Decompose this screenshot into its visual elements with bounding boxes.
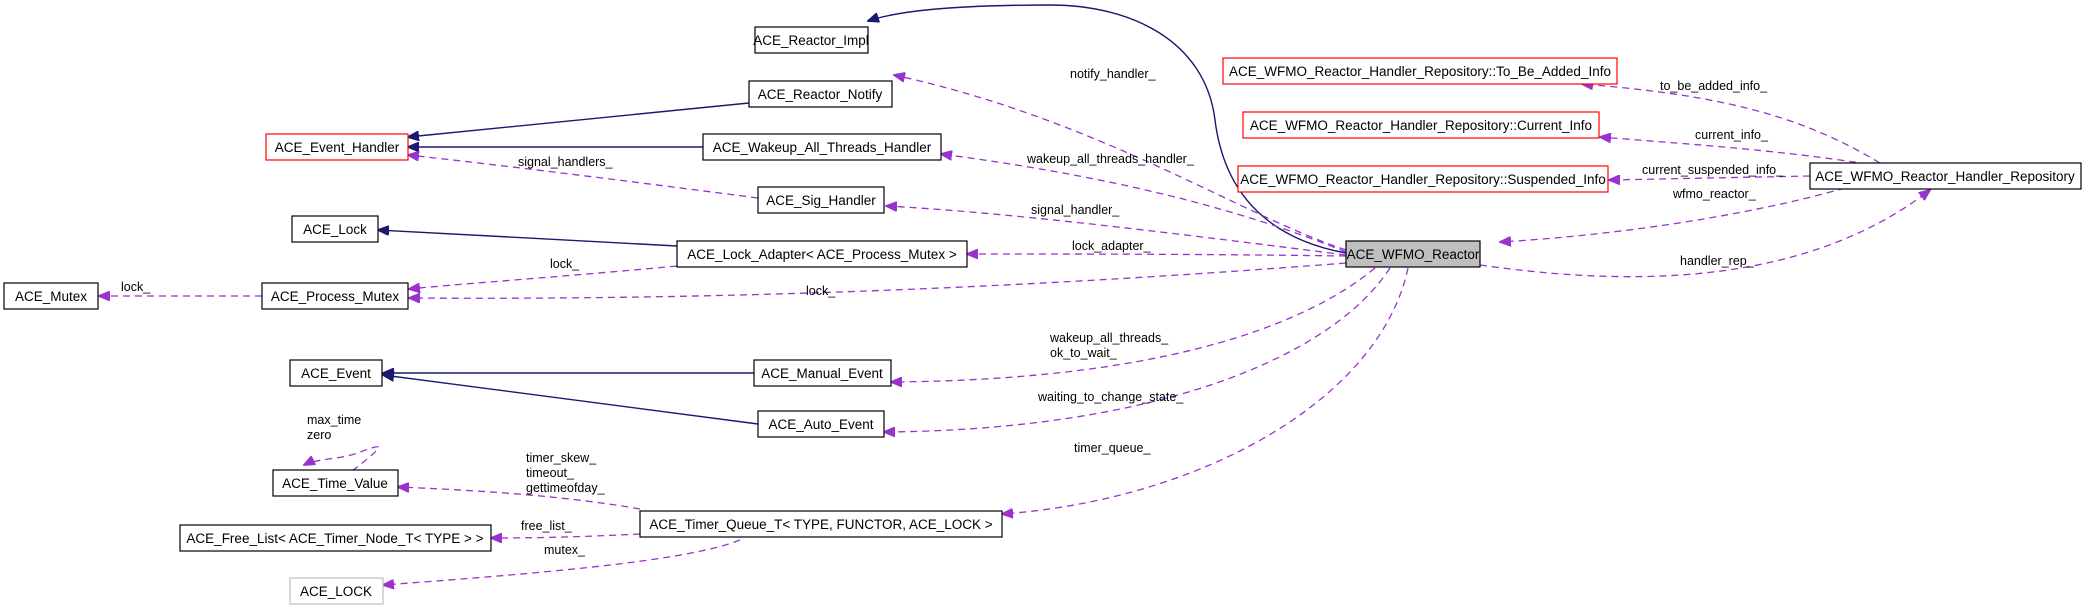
node-ace-lock-param[interactable]: ACE_LOCK bbox=[289, 577, 384, 605]
label-current-info: current_info_ bbox=[1695, 128, 1769, 142]
edge-inherit-reactor-notify bbox=[408, 102, 750, 137]
node-label: ACE_Wakeup_All_Threads_Handler bbox=[713, 140, 932, 155]
label-to-be-added-info: to_be_added_info_ bbox=[1660, 79, 1768, 93]
label-timer-queue: timer_queue_ bbox=[1074, 441, 1151, 455]
label-mutex-lock: lock_ bbox=[121, 280, 151, 294]
node-ace-wfmo-reactor[interactable]: ACE_WFMO_Reactor bbox=[1345, 240, 1481, 268]
edge-inherit-lock-adapter bbox=[378, 230, 678, 247]
edge-handler-rep bbox=[1479, 190, 1930, 278]
node-label: ACE_WFMO_Reactor_Handler_Repository::To_… bbox=[1229, 64, 1611, 79]
node-label: ACE_Reactor_Impl bbox=[753, 33, 869, 48]
edge-lock-adapter bbox=[967, 254, 1347, 256]
label-signal-handlers: signal_handlers_ bbox=[518, 155, 614, 169]
edge-wakeup-all-threads-handler bbox=[941, 154, 1347, 253]
edge-inherit-reactor-impl bbox=[868, 4, 1347, 254]
node-ace-event-handler[interactable]: ACE_Event_Handler bbox=[265, 133, 409, 161]
node-ace-event[interactable]: ACE_Event bbox=[289, 359, 383, 387]
label-wakeup-all-threads-ok-to-wait: wakeup_all_threads_ok_to_wait_ bbox=[1049, 331, 1169, 360]
edge-waiting-to-change-state bbox=[884, 267, 1391, 432]
node-label: ACE_Lock bbox=[303, 222, 367, 237]
edge-wakeup-all-threads-ok-to-wait bbox=[891, 267, 1376, 382]
node-handler-repository[interactable]: ACE_WFMO_Reactor_Handler_Repository bbox=[1809, 162, 2082, 190]
label-lock-on-process-mutex: lock_ bbox=[806, 284, 836, 298]
node-suspended-info[interactable]: ACE_WFMO_Reactor_Handler_Repository::Sus… bbox=[1237, 165, 1609, 193]
label-wfmo-reactor: wfmo_reactor_ bbox=[1672, 187, 1757, 201]
node-ace-lock-adapter[interactable]: ACE_Lock_Adapter< ACE_Process_Mutex > bbox=[676, 240, 968, 268]
node-ace-lock[interactable]: ACE_Lock bbox=[291, 215, 379, 243]
node-label: ACE_Mutex bbox=[15, 289, 87, 304]
node-label: ACE_Manual_Event bbox=[761, 366, 883, 381]
node-ace-manual-event[interactable]: ACE_Manual_Event bbox=[753, 359, 892, 387]
node-ace-free-list[interactable]: ACE_Free_List< ACE_Timer_Node_T< TYPE > … bbox=[179, 524, 492, 552]
node-ace-wakeup-all-threads-handler[interactable]: ACE_Wakeup_All_Threads_Handler bbox=[702, 133, 942, 161]
edge-notify-handler bbox=[894, 75, 1347, 251]
node-to-be-added-info[interactable]: ACE_WFMO_Reactor_Handler_Repository::To_… bbox=[1222, 57, 1618, 85]
node-label: ACE_Event bbox=[301, 366, 371, 381]
edge-time-value-self bbox=[304, 446, 380, 472]
node-label: ACE_Reactor_Notify bbox=[758, 87, 883, 102]
node-label: ACE_Sig_Handler bbox=[766, 193, 876, 208]
edge-wfmo-reactor bbox=[1500, 187, 1846, 242]
node-label: ACE_WFMO_Reactor bbox=[1347, 247, 1480, 262]
node-ace-timer-queue-t[interactable]: ACE_Timer_Queue_T< TYPE, FUNCTOR, ACE_LO… bbox=[639, 510, 1003, 538]
edge-signal-handlers bbox=[408, 155, 759, 199]
node-ace-reactor-impl[interactable]: ACE_Reactor_Impl bbox=[753, 26, 869, 54]
node-ace-time-value[interactable]: ACE_Time_Value bbox=[272, 469, 399, 497]
label-notify-handler: notify_handler_ bbox=[1070, 67, 1157, 81]
label-time-value: timer_skew_timeout_gettimeofday_ bbox=[526, 451, 606, 495]
node-ace-reactor-notify[interactable]: ACE_Reactor_Notify bbox=[748, 80, 893, 108]
label-mutex: mutex_ bbox=[544, 543, 586, 557]
edge-current-info bbox=[1600, 137, 1881, 167]
label-waiting-to-change-state: waiting_to_change_state_ bbox=[1037, 390, 1184, 404]
edge-time-value bbox=[398, 487, 641, 510]
node-label: ACE_Event_Handler bbox=[275, 140, 400, 155]
node-ace-mutex[interactable]: ACE_Mutex bbox=[3, 282, 99, 310]
node-ace-process-mutex[interactable]: ACE_Process_Mutex bbox=[261, 282, 409, 310]
edge-timer-queue bbox=[1002, 267, 1409, 514]
node-ace-auto-event[interactable]: ACE_Auto_Event bbox=[757, 410, 885, 438]
node-label: ACE_Auto_Event bbox=[768, 417, 873, 432]
label-free-list: free_list_ bbox=[521, 519, 573, 533]
node-label: ACE_WFMO_Reactor_Handler_Repository::Cur… bbox=[1250, 118, 1592, 133]
edge-inherit-auto-event bbox=[383, 375, 759, 425]
edge-mutex bbox=[383, 539, 741, 585]
node-label: ACE_LOCK bbox=[300, 584, 372, 599]
label-lock-on-adapter: lock_ bbox=[550, 257, 580, 271]
edge-signal-handler bbox=[886, 206, 1347, 256]
node-label: ACE_Time_Value bbox=[282, 476, 388, 491]
edge-lock-on-adapter bbox=[409, 265, 678, 289]
edge-current-suspended-info bbox=[1609, 176, 1811, 180]
node-label: ACE_Process_Mutex bbox=[271, 289, 400, 304]
edge-lock-on-process-mutex bbox=[409, 262, 1347, 298]
node-label: ACE_Free_List< ACE_Timer_Node_T< TYPE > … bbox=[186, 531, 483, 546]
label-lock-adapter: lock_adapter_ bbox=[1072, 239, 1152, 253]
edge-to-be-added-info bbox=[1582, 84, 1881, 164]
label-wakeup-all-threads-handler: wakeup_all_threads_handler_ bbox=[1026, 152, 1195, 166]
label-current-suspended-info: current_suspended_info_ bbox=[1642, 163, 1784, 177]
node-label: ACE_Lock_Adapter< ACE_Process_Mutex > bbox=[687, 247, 957, 262]
node-label: ACE_WFMO_Reactor_Handler_Repository bbox=[1815, 169, 2075, 184]
label-handler-rep: handler_rep_ bbox=[1680, 254, 1755, 268]
node-ace-sig-handler[interactable]: ACE_Sig_Handler bbox=[757, 186, 885, 214]
node-label: ACE_WFMO_Reactor_Handler_Repository::Sus… bbox=[1240, 172, 1605, 187]
node-label: ACE_Timer_Queue_T< TYPE, FUNCTOR, ACE_LO… bbox=[649, 517, 992, 532]
node-current-info[interactable]: ACE_WFMO_Reactor_Handler_Repository::Cur… bbox=[1242, 111, 1600, 139]
edge-free-list bbox=[491, 534, 641, 538]
label-signal-handler: signal_handler_ bbox=[1031, 203, 1120, 217]
